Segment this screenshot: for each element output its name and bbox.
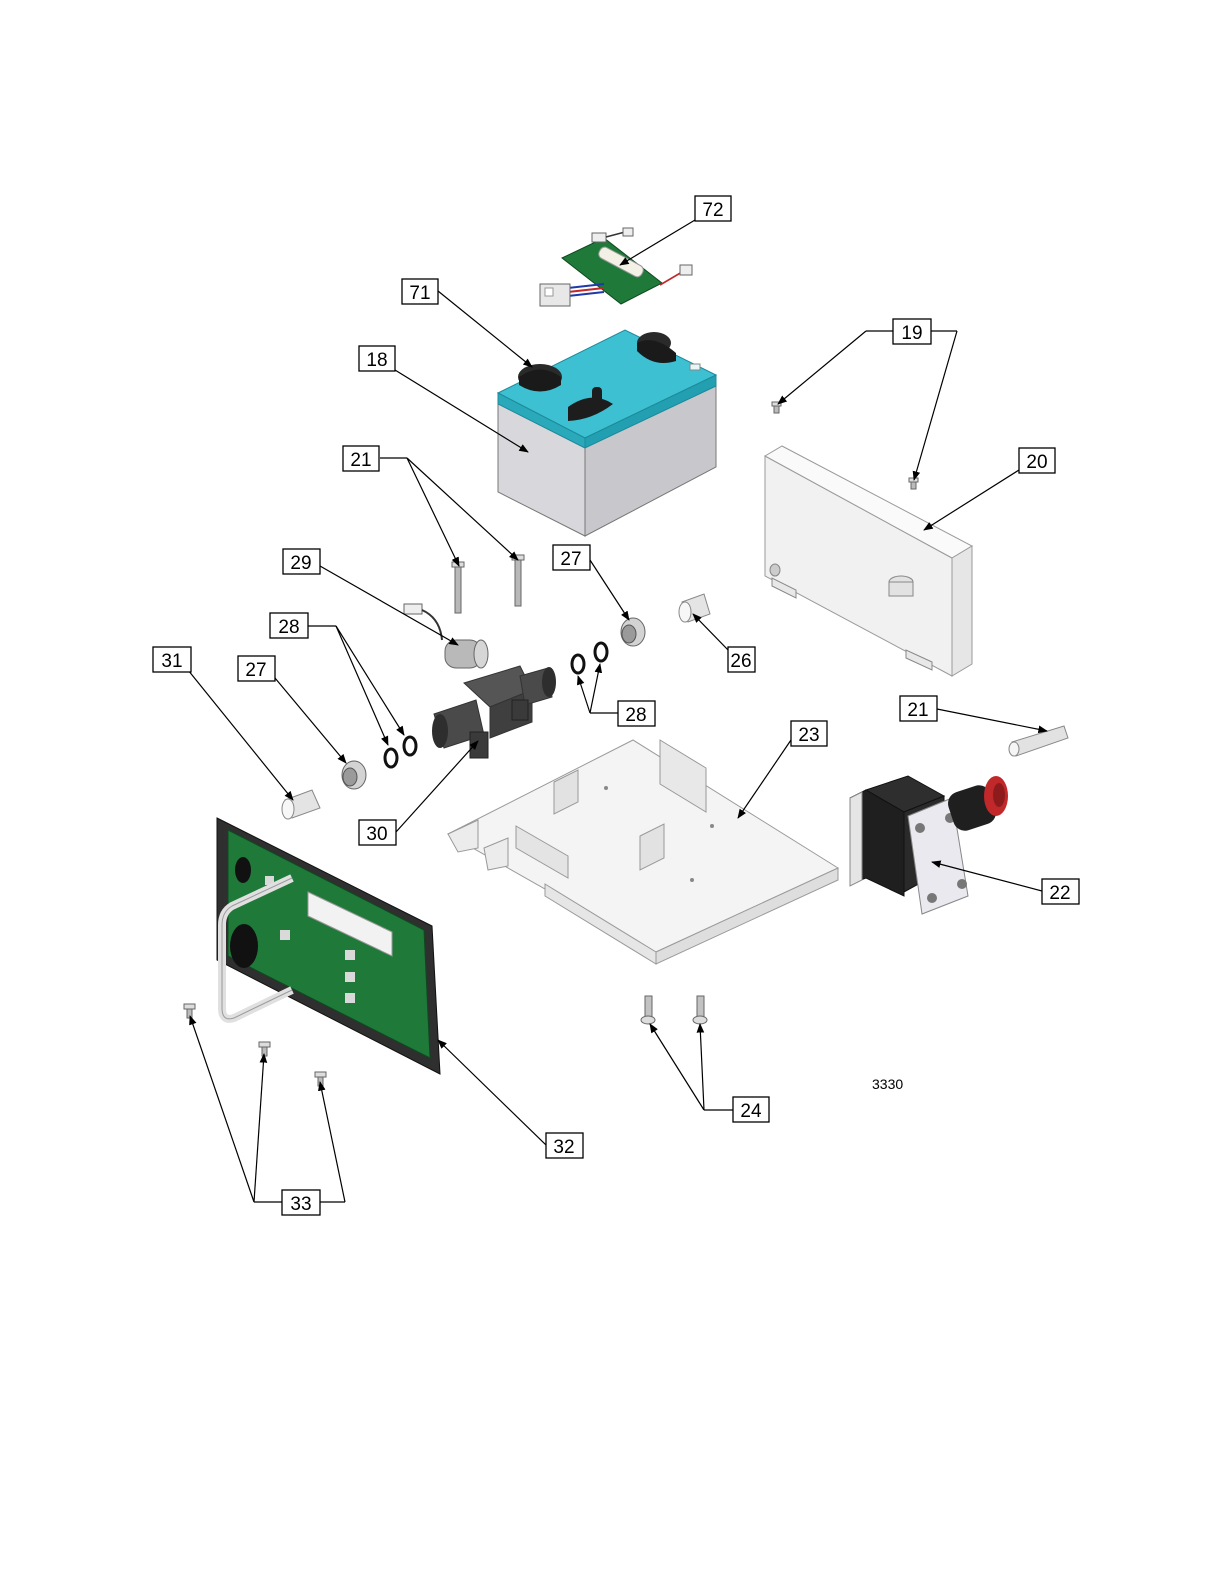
part-20-cover bbox=[765, 446, 972, 676]
callout-29: 29 bbox=[283, 549, 320, 574]
part-27-fitting-lower bbox=[342, 761, 366, 789]
callout-28-upper: 28 bbox=[270, 613, 308, 638]
callout-label: 19 bbox=[901, 323, 922, 344]
part-27-fitting-upper bbox=[621, 618, 645, 646]
callout-23: 23 bbox=[791, 721, 827, 746]
callout-31: 31 bbox=[153, 647, 191, 672]
callout-27-upper: 27 bbox=[553, 545, 590, 570]
part-21-pin-right bbox=[1009, 726, 1068, 756]
callout-label: 27 bbox=[560, 549, 581, 570]
callout-label: 71 bbox=[409, 283, 430, 304]
callout-label: 27 bbox=[245, 660, 266, 681]
callout-label: 31 bbox=[161, 651, 182, 672]
callout-label: 21 bbox=[907, 700, 928, 721]
callout-22: 22 bbox=[1042, 879, 1079, 904]
callout-label: 28 bbox=[278, 617, 299, 638]
callout-label: 26 bbox=[730, 651, 751, 672]
callout-21-right: 21 bbox=[900, 696, 937, 721]
callout-label: 32 bbox=[553, 1137, 574, 1158]
callout-27-lower: 27 bbox=[238, 656, 275, 681]
part-22-pump bbox=[850, 776, 1008, 914]
callout-21-upper: 21 bbox=[343, 446, 379, 471]
part-30-manifold bbox=[432, 666, 556, 758]
callout-28-lower: 28 bbox=[618, 701, 655, 726]
callout-label: 23 bbox=[798, 725, 819, 746]
callout-72: 72 bbox=[695, 196, 731, 221]
callout-label: 21 bbox=[350, 450, 371, 471]
callout-19: 19 bbox=[893, 319, 931, 344]
part-23-base-plate bbox=[448, 740, 838, 964]
callout-label: 29 bbox=[290, 553, 311, 574]
callout-33: 33 bbox=[282, 1190, 320, 1215]
callout-label: 72 bbox=[702, 200, 723, 221]
part-29-sensor bbox=[404, 604, 488, 668]
part-24-screws bbox=[641, 996, 707, 1024]
callout-71: 71 bbox=[402, 279, 438, 304]
callout-label: 20 bbox=[1026, 452, 1047, 473]
callout-32: 32 bbox=[546, 1133, 583, 1158]
callout-26: 26 bbox=[728, 647, 755, 672]
callout-30: 30 bbox=[359, 820, 396, 845]
callout-label: 28 bbox=[625, 705, 646, 726]
callout-label: 18 bbox=[366, 350, 387, 371]
part-32-display-board bbox=[217, 818, 440, 1074]
part-21-pins-upper bbox=[452, 555, 524, 613]
callout-label: 24 bbox=[740, 1101, 762, 1122]
part-33-screws bbox=[184, 1004, 326, 1086]
callout-18: 18 bbox=[359, 346, 395, 371]
part-72-pcb-harness bbox=[540, 228, 692, 306]
callout-label: 22 bbox=[1049, 883, 1070, 904]
part-18-battery bbox=[498, 330, 716, 536]
callout-20: 20 bbox=[1019, 448, 1055, 473]
drawing-number: 3330 bbox=[872, 1076, 903, 1092]
callout-label: 33 bbox=[290, 1194, 311, 1215]
callout-label: 30 bbox=[366, 824, 387, 845]
callout-24: 24 bbox=[733, 1097, 769, 1122]
part-26-tube bbox=[679, 594, 710, 622]
